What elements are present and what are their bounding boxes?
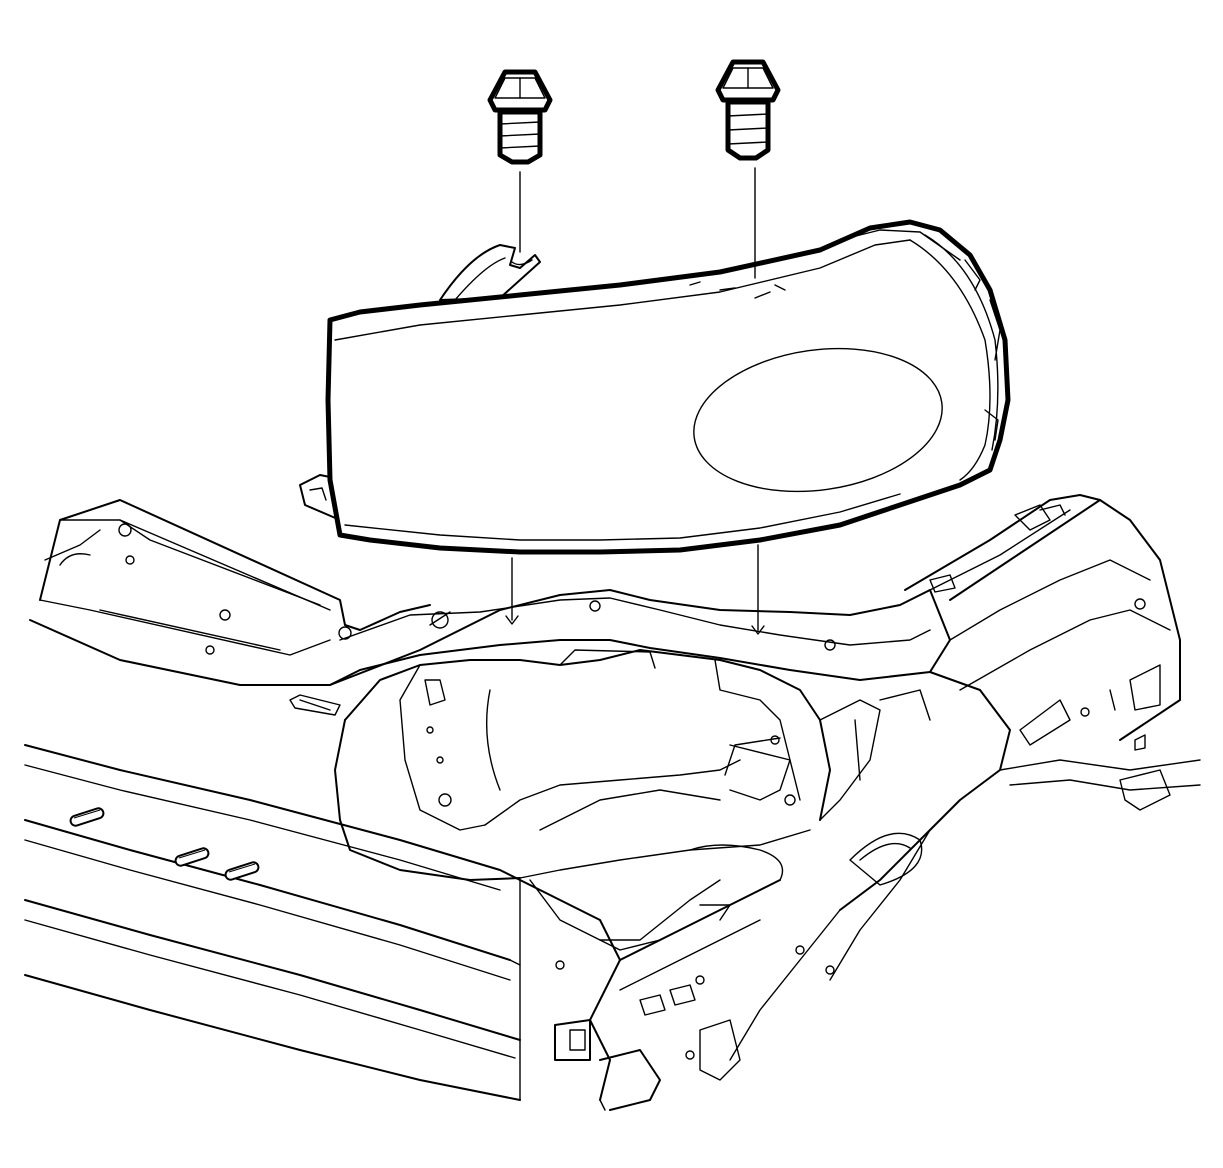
headlamp-assembly	[299, 219, 1011, 555]
radiator-support-frame	[29, 494, 1201, 1061]
headlamp-housing-cavity	[289, 649, 931, 951]
headlamp-lens	[325, 219, 1011, 555]
installation-leader-lines	[505, 167, 765, 635]
headlamp-reflector-outline	[693, 347, 943, 493]
bolt-icon	[487, 69, 553, 165]
headlamp-mounting-tab	[439, 244, 541, 301]
bolt-left	[487, 69, 553, 165]
bumper-slot	[69, 807, 105, 827]
bolt-right	[715, 59, 781, 161]
front-bumper-beam	[24, 744, 521, 1101]
bumper-slot	[224, 861, 260, 881]
bumper-slot	[174, 847, 210, 867]
lower-mounting-bracket	[519, 879, 835, 1111]
bolt-icon	[715, 59, 781, 161]
